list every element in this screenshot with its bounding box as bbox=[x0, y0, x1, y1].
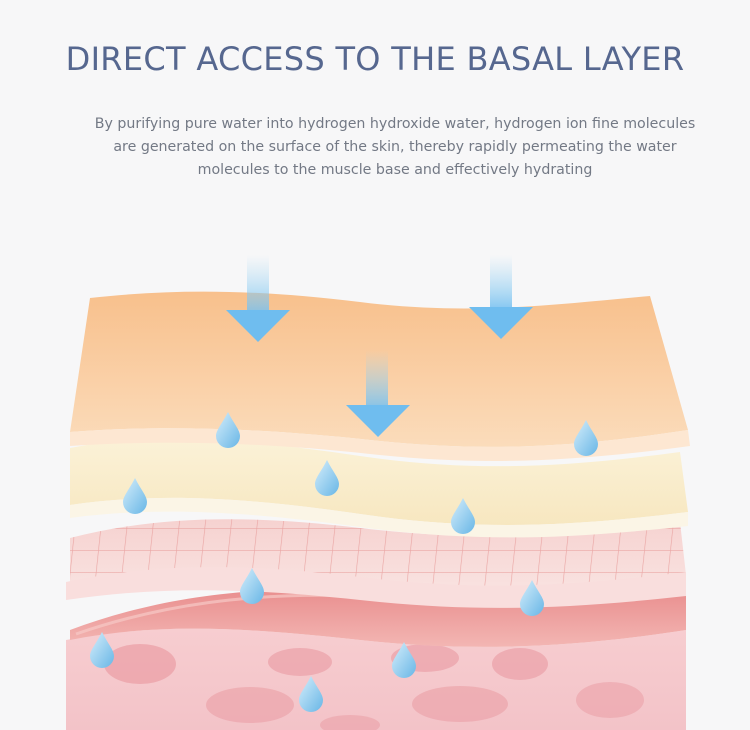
water-droplet bbox=[123, 478, 147, 514]
description-text: By purifying pure water into hydrogen hy… bbox=[94, 116, 696, 178]
water-droplet bbox=[392, 642, 416, 678]
water-droplet bbox=[90, 632, 114, 668]
water-droplet bbox=[315, 460, 339, 496]
water-droplet bbox=[216, 412, 240, 448]
page-title: DIRECT ACCESS TO THE BASAL LAYER bbox=[65, 40, 685, 78]
epidermis-layer bbox=[70, 438, 688, 538]
water-arrow-center bbox=[346, 350, 410, 437]
basal-tissue-layer bbox=[66, 628, 686, 730]
water-arrow-left bbox=[226, 255, 290, 342]
skin-layers-illustration bbox=[66, 255, 690, 730]
water-arrow-right bbox=[469, 255, 533, 339]
water-droplet bbox=[451, 498, 475, 534]
water-droplet bbox=[520, 580, 544, 616]
water-droplet bbox=[574, 420, 598, 456]
water-droplet bbox=[240, 568, 264, 604]
water-droplet bbox=[299, 676, 323, 712]
